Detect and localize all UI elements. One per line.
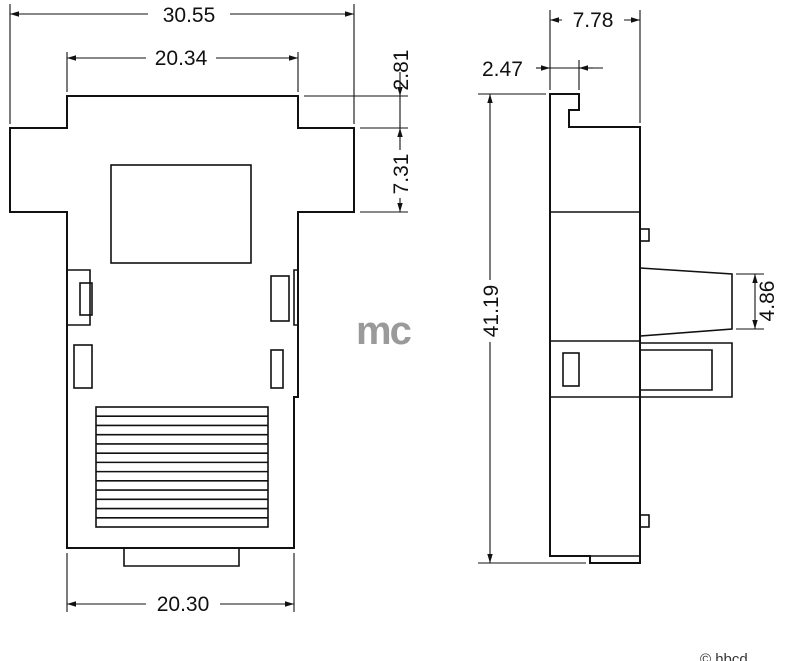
side-outline bbox=[549, 93, 641, 564]
front-grip-ribs bbox=[96, 415, 268, 519]
front-bottom-plug bbox=[123, 548, 240, 567]
dim-side-depth: 7.78 bbox=[573, 9, 614, 32]
dim-flange-height: 7.31 bbox=[390, 154, 413, 195]
front-latch-right-top bbox=[270, 275, 290, 322]
dim-top-width: 20.34 bbox=[155, 47, 208, 70]
front-label-window bbox=[110, 164, 252, 264]
front-waist-notch-right bbox=[293, 269, 298, 326]
side-view bbox=[549, 93, 733, 564]
front-latch-left-top bbox=[79, 282, 93, 316]
dim-side-height: 41.19 bbox=[480, 285, 503, 338]
corner-copyright: © hbcd bbox=[700, 651, 748, 661]
side-dimensions: 7.78 2.47 41.19 4.86 bbox=[478, 8, 779, 564]
front-waist-notch-left bbox=[67, 269, 91, 326]
front-latch-right-bottom bbox=[270, 349, 284, 389]
front-dimensions: 30.55 20.34 20.30 2.81 7.31 bbox=[9, 2, 413, 616]
front-latch-left-bottom bbox=[73, 344, 93, 389]
watermark-logo: mc bbox=[356, 309, 412, 353]
dim-screw-height: 4.86 bbox=[756, 281, 779, 322]
front-view bbox=[9, 95, 355, 567]
front-grip-area bbox=[95, 406, 269, 528]
side-screw-upper bbox=[639, 267, 733, 337]
side-window bbox=[562, 352, 580, 387]
side-tab-bottom bbox=[639, 514, 650, 528]
side-tab-top bbox=[639, 228, 650, 242]
dim-top-step: 2.81 bbox=[390, 50, 413, 91]
dim-bottom-width: 20.30 bbox=[157, 593, 210, 616]
side-screw-lower bbox=[639, 342, 733, 398]
dim-side-step: 2.47 bbox=[482, 58, 523, 81]
dim-overall-width: 30.55 bbox=[163, 4, 216, 27]
